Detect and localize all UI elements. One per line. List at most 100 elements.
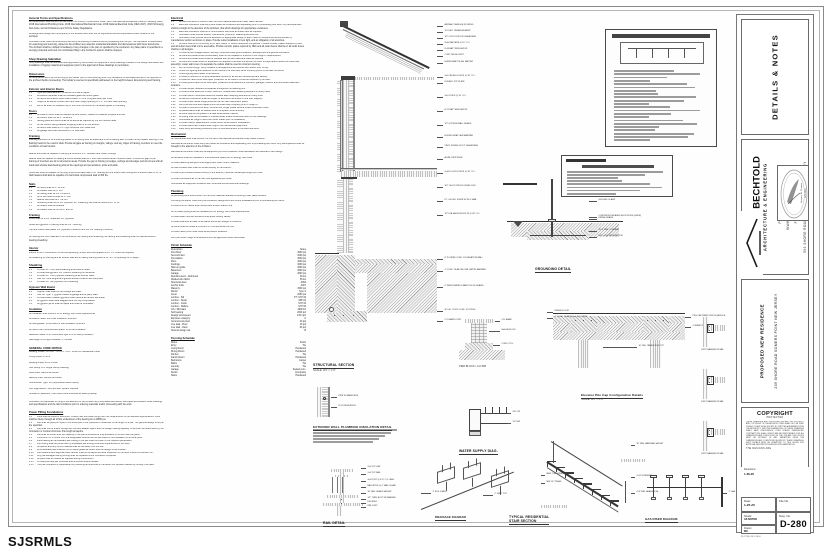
gas-drip-leg-3 [683, 497, 688, 500]
detail-title-structural-section: STRUCTURAL SECTION [313, 363, 355, 369]
note-item-text: Provide a minimum of 20 amp dedicated ci… [179, 76, 268, 79]
note-item-text: Do not cross energy: Verify location of … [179, 67, 269, 70]
gas-drip-leg-1 [651, 497, 656, 500]
note-paragraph: Provide cleanouts at base of all stacks … [171, 221, 242, 224]
supply-branch-1 [485, 407, 486, 414]
callout-structural: R-21 BATT INSULATION [444, 108, 468, 111]
note-item-text: Piles bearing at the standard pile cutti… [37, 440, 133, 443]
rail-thru-bolt-2 [341, 503, 343, 505]
spec-row-label: Soil bearing [171, 311, 184, 314]
card-diagram-tick [652, 48, 653, 58]
stair-handrail [550, 441, 623, 487]
detail-gas-riser: 1" GAS [643, 473, 736, 513]
note-item-number: 1.8 [29, 208, 33, 211]
stair-riser-7 [601, 494, 603, 501]
note-item-number: 1.5 [171, 36, 175, 39]
note-item-number: 1.1 [29, 268, 33, 271]
note-item-text: All floors shall be 8" 8d min [37, 187, 65, 190]
note-item-number: 1.1 [29, 114, 33, 117]
note-item-number: 1.2 [29, 271, 33, 274]
note-item-number: 1.6 [29, 129, 33, 132]
note-item-number: 1.2 [29, 190, 33, 193]
note-paragraph: All vents shall terminate a minimum of 6… [171, 226, 235, 229]
rail-rim-joist [337, 506, 342, 516]
hanger-ledger [703, 421, 708, 451]
spec-row-label: Living Room [171, 347, 184, 350]
callout-structural: 1/2" CDX PLYWOOD SHEATHING [444, 35, 477, 38]
callout-rail-7: DECKING [367, 500, 377, 503]
callout-stair-riser: MAX 7-3/4" RISER [546, 472, 564, 475]
note-item-number: 2.4 [29, 299, 33, 302]
revisions-label: Revisions: [744, 468, 756, 471]
hot-water-main [481, 413, 507, 414]
callout-structural: ALUM. DRIP EDGE [444, 156, 463, 159]
gas-drop-3 [685, 488, 686, 497]
note-paragraph: All insulation shall conform to NJ Energ… [29, 312, 96, 315]
spec-row-label: Baths [171, 362, 177, 365]
gas-branch-3 [685, 477, 686, 488]
card-diagram-tick [684, 48, 685, 58]
gas-appliance-3 [682, 475, 689, 478]
gas-branch-4 [701, 477, 702, 488]
note-item-text: Pile locations and alignment and camber … [37, 452, 154, 455]
note-item-text: All work and outlet boxes unnecessary sh… [179, 54, 282, 57]
schedule-text-line [614, 86, 695, 89]
note-item-number: 1.5 [29, 126, 33, 129]
title-block: DETAILS & NOTES THOMAS / BECHTOLD ARCHIT… [736, 14, 814, 538]
spec-row-label: Live load - Deck [171, 326, 188, 329]
note-item-number: 1.3 [171, 30, 175, 33]
foundation-wall [337, 255, 355, 311]
detail-scale-elevator-pile-cap: SCALE: 3/4" = 1'-0" [581, 398, 604, 401]
spec-row-label: Lumber - Studs [171, 299, 187, 302]
note-item-number: 4.5 [29, 104, 33, 107]
note-item-number: 1.21 [171, 100, 176, 103]
callout-drain-stack: 3" SOIL STACK [432, 490, 447, 493]
drain-fixture-group-2 [463, 458, 481, 487]
drain-tile [329, 307, 334, 312]
sill-plate [341, 177, 357, 179]
gas-appliance-2 [666, 475, 673, 478]
callout-structural: HOUSE WRAP / AIR BARRIER [444, 134, 474, 137]
callout-gas-size: 1" GAS [728, 490, 736, 493]
note-item-text: All service conductors shall be copper o… [179, 97, 263, 100]
fixture-node-1 [485, 407, 487, 409]
rail-bottom-rail [327, 495, 359, 498]
note-item-number: 1.15 [171, 79, 176, 82]
spec-row-value: Composite [295, 371, 306, 374]
note-paragraph: Sized sills shall be capable of carrying… [29, 172, 163, 178]
note-card-text-line [567, 186, 662, 189]
rail-baluster-2 [337, 477, 339, 493]
spec-row-value: SPF #2 [298, 299, 306, 302]
note-item-text: All work shall be in conformity to NJ Be… [171, 42, 305, 51]
callout-structural: 2x8 CEILING JOISTS @ 16" O.C. [444, 74, 476, 77]
note-item-number: 1.4 [29, 123, 33, 126]
note-item-number: 2.3 [29, 296, 33, 299]
gas-appliance-4 [698, 475, 705, 478]
note-paragraph: Beams shall be capable of bearing a reco… [29, 158, 163, 167]
exterior-sheathing [340, 80, 343, 172]
ground-conductor [551, 179, 554, 227]
spec-row-value: 4000 psi [297, 272, 306, 275]
note-paragraph: All dimensions are to be conforming to t… [29, 77, 162, 83]
spec-row-label: Description [171, 248, 183, 251]
spec-row-label: Lumber - Joists [171, 302, 187, 305]
gas-tee-2 [669, 487, 671, 489]
note-item-text: All beams shall be blocked [37, 205, 65, 208]
callout-structural: 2x6 STUDS @ 16" O.C. [444, 94, 467, 97]
